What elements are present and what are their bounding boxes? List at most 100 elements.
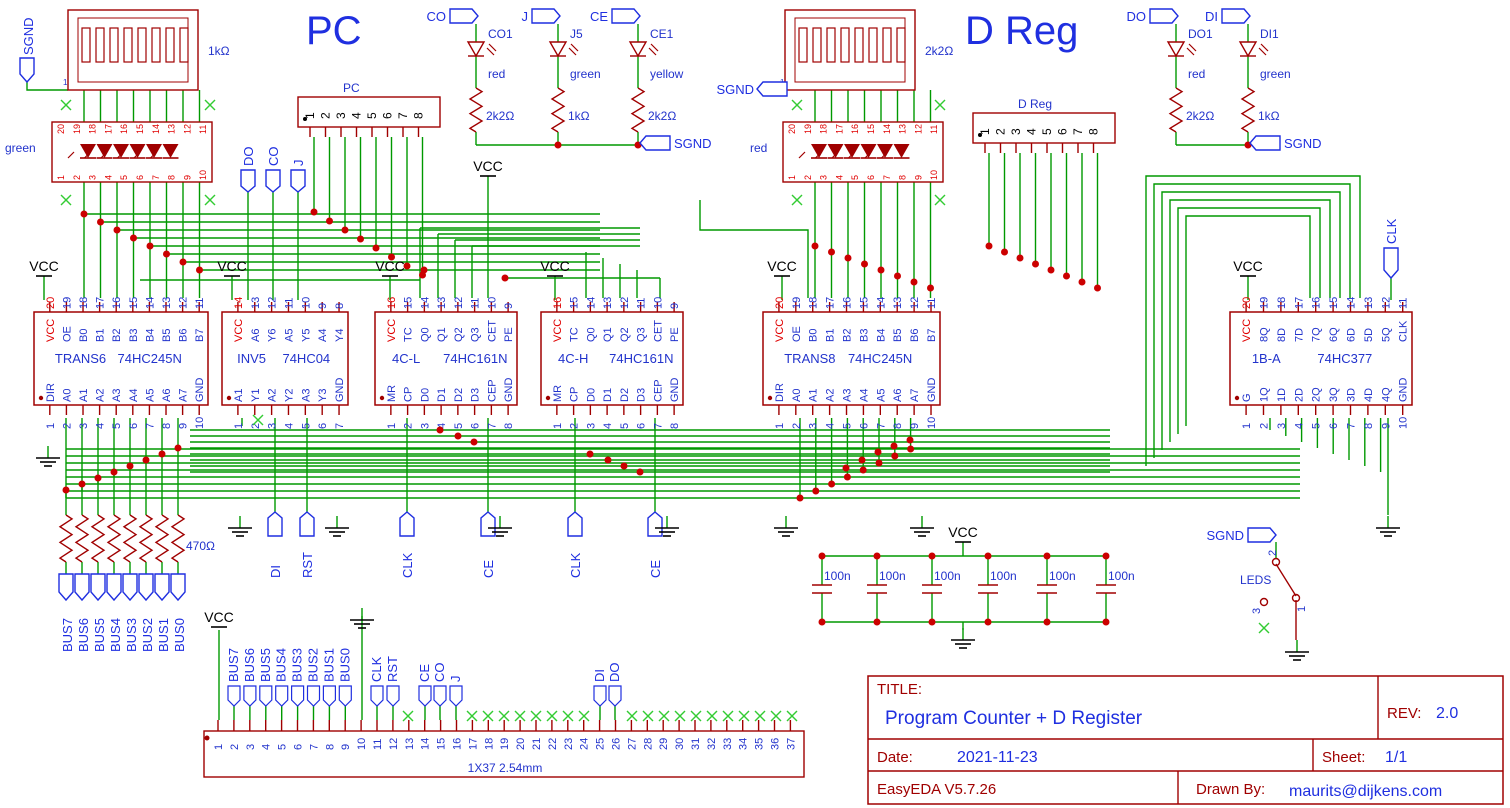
pin-label: GND [194, 378, 206, 403]
switch-pin: 3 [1251, 608, 1263, 614]
pin-number: 2 [1258, 423, 1270, 429]
ground-symbol [36, 446, 60, 467]
junction-dot [470, 438, 478, 446]
bus-port [275, 685, 289, 707]
pin-number: 5 [850, 175, 860, 180]
pin-label: 1D [1276, 388, 1288, 402]
pin-number: 8 [161, 423, 173, 429]
pin-number: 11 [372, 739, 384, 750]
pin-number: 12 [388, 738, 400, 750]
res-value: 1kΩ [208, 44, 230, 58]
pin-label: A1 [233, 389, 245, 402]
pin-label: CP [403, 387, 415, 402]
pin-label: 6Q [1328, 327, 1340, 342]
bottom-port-di-label: DI [268, 565, 283, 578]
pin-label: A3 [842, 389, 854, 402]
pin-label: CET [652, 320, 664, 342]
pin-number: 9 [340, 744, 352, 750]
pin-number: 1 [45, 423, 57, 429]
pin-number: 17 [95, 297, 107, 309]
pin-label: A0 [791, 389, 803, 402]
pin-number: 16 [1311, 297, 1323, 309]
bottom-port-rst [299, 511, 315, 537]
junction-dot [78, 480, 86, 488]
pin-label: VCC [386, 319, 398, 342]
pin-label: D3 [636, 388, 648, 402]
ground-symbol [910, 516, 934, 537]
pin-label: A1 [808, 389, 820, 402]
pin-number: 18 [808, 297, 820, 309]
pin-number: 16 [850, 124, 860, 134]
pin-number: 15 [436, 738, 448, 750]
junction-dot [620, 462, 628, 470]
ic-trans8: 20VCC1DIR19OE2A018B03A117B14A216B25A315B… [762, 297, 941, 429]
pin-number: 10 [1398, 417, 1410, 429]
resistor-array-dreg: 12k2Ω [780, 9, 953, 91]
connector-label: DO [607, 663, 622, 683]
pin-label: Y5 [300, 329, 312, 342]
junction-dot [818, 552, 826, 560]
bus-label: BUS3 [124, 618, 139, 652]
pin-number: 8 [324, 744, 336, 750]
pin-label: B7 [926, 329, 938, 342]
pin-number: 12 [453, 297, 465, 309]
bottom-port-clk-label: CLK [400, 552, 415, 578]
junction-dot [859, 466, 867, 474]
pin-number: 10 [486, 297, 498, 309]
junction-dot [357, 235, 364, 243]
junction-dot [586, 450, 594, 458]
net-port-di [1221, 8, 1251, 24]
pin-number: 15 [1328, 297, 1340, 309]
pin-number: 7 [396, 112, 410, 119]
pin-label: VCC [1241, 319, 1253, 342]
led-array-label: red [750, 141, 767, 155]
led-segment [67, 144, 96, 159]
pin-label: Q0 [585, 327, 597, 342]
bus-res-value: 470Ω [186, 539, 215, 553]
ic-4c-h: 16VCC1MR15TC2CP14Q03D013Q14D112Q25D211Q3… [540, 297, 684, 429]
junction-dot [910, 278, 918, 286]
pin-number: 3 [819, 175, 829, 180]
junction-dot [403, 262, 411, 270]
pin-number: 2 [569, 423, 581, 429]
junction-dot [1043, 618, 1051, 626]
pin-number: 22 [547, 738, 559, 750]
pin-number: 24 [579, 738, 591, 750]
bus-resistor [154, 514, 170, 563]
pin-label: D2 [453, 388, 465, 402]
switch-pin: 1 [1296, 606, 1308, 612]
pin-number: 2 [994, 128, 1008, 135]
ground-symbol [1285, 640, 1309, 661]
pin-number: 11 [929, 125, 939, 134]
pin-number: 6 [1328, 423, 1340, 429]
pin-number: 12 [267, 297, 279, 309]
vcc-symbol: VCC [948, 524, 978, 540]
pin-number: 18 [483, 738, 495, 750]
parts-layer: 20VCC1DIR19OE2A018B03A117B14A216B25A315B… [5, 8, 1413, 778]
bottom-port-ce-label: CE [648, 560, 663, 578]
ground-symbol [951, 628, 975, 649]
bus-label: BUS7 [60, 618, 75, 652]
pin-number: 8 [898, 175, 908, 180]
pin-label: CEP [652, 379, 664, 402]
pin-number: 2 [61, 423, 73, 429]
connector-label: CE [417, 664, 432, 682]
junction-dot [1001, 248, 1008, 256]
junction-dot [928, 618, 936, 626]
junction-dot [842, 464, 850, 472]
ground-symbol [350, 608, 374, 629]
sgnd-port [1247, 527, 1277, 543]
junction-dot [811, 242, 819, 250]
res-value: 1kΩ [1258, 109, 1280, 123]
pin-label: B0 [808, 329, 820, 342]
junction-dot [858, 456, 866, 464]
pin-number: 36 [770, 738, 782, 750]
cap-value: 100n [934, 569, 961, 583]
pin-number: 20 [787, 124, 797, 134]
bus-port [106, 573, 122, 602]
pin-label: 3Q [1328, 387, 1340, 402]
pin-number: 13 [602, 297, 614, 309]
pin-label: Y3 [317, 389, 329, 402]
title-label: TITLE: [877, 681, 922, 698]
